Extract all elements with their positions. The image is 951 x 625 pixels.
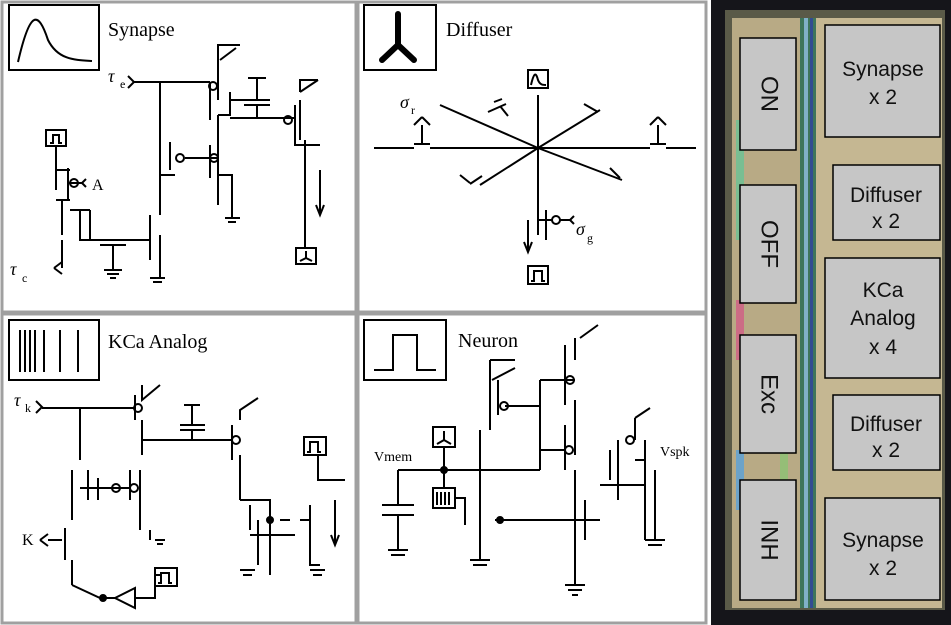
sigma-g-label: σ [576,219,586,239]
tau-k-label: τ [14,390,21,410]
chip-block-diffuser-top [832,164,941,241]
chip-layout: ON OFF Exc INH Synapse x 2 Diffuser x 2 … [711,0,951,625]
sigma-r-label: σ [400,92,410,112]
chip-label-on: ON [756,76,783,112]
synapse-title: Synapse [108,19,175,41]
kca-frame [0,312,358,625]
spike-train-icon [19,330,79,372]
neuron-icon-box [363,319,447,381]
kca-spike-icon [154,567,178,587]
chip-kca-line3: x 4 [869,336,897,359]
pulse-icon [374,334,436,371]
a-label: A [92,177,104,194]
chip-synapse-top-line2: x 2 [869,86,897,109]
kca-panel [8,319,345,610]
vspk-label: Vspk [660,445,690,460]
chip-diffuser-bottom-line2: x 2 [872,439,900,462]
neuron-panel [363,319,665,596]
synapse-spike-icon [45,129,67,147]
synapse-output-arrow [315,170,325,218]
kca-icon-box [8,319,100,381]
vmem-label: Vmem [374,450,412,465]
tau-e-wire [127,75,210,89]
kca-title: KCa Analog [108,331,207,353]
synapse-panel [8,4,325,283]
chip-left-blocks [739,37,797,601]
diffuser-out-spike-icon [527,265,549,285]
chip-kca-line2: Analog [850,307,915,330]
sigma-r-sub: r [411,103,415,117]
chip-synapse-top-line1: Synapse [842,58,924,81]
chip-block-on [739,37,797,151]
neuron-title: Neuron [458,330,518,352]
diffuser-node-icon [379,11,417,63]
chip-block-synapse-top [824,24,941,138]
chip-diffuser-bottom-line1: Diffuser [850,413,922,436]
epsc-curve-icon [17,18,93,63]
chip-label-exc: Exc [756,374,783,414]
chip-block-exc [739,334,797,454]
tau-e-sub: e [120,77,125,91]
tau-k-sub: k [25,401,31,415]
chip-block-inh [739,479,797,601]
chip-kca-line1: KCa [863,279,904,302]
diffuser-output-arrow [523,220,533,255]
chip-right-blocks [824,24,941,601]
chip-block-diffuser-bottom [832,394,941,471]
neuron-frame [356,312,708,625]
synapse-frame [0,0,358,314]
diffuser-title: Diffuser [446,19,513,41]
panel-frames [0,0,708,625]
chip-label-inh: INH [756,519,783,560]
chip-diffuser-top-line2: x 2 [872,210,900,233]
chip-diffuser-top-line1: Diffuser [850,184,922,207]
synapse-out-diffuser-icon [295,247,317,265]
chip-label-off: OFF [756,220,783,268]
synapse-icon-box [8,4,100,71]
diffuser-panel [363,4,696,285]
tau-e-label: τ [108,66,115,86]
chip-synapse-bottom-line2: x 2 [869,557,897,580]
kca-right-spike-icon [303,436,327,456]
chip-block-kca [824,257,941,379]
chip-block-synapse-bottom [824,497,941,601]
diffuser-icon-box [363,4,437,71]
chip-block-off [739,184,797,304]
diffuser-top-synapse-icon [527,69,549,89]
diffuser-frame [356,0,708,314]
chip-synapse-bottom-line1: Synapse [842,529,924,552]
tau-c-sub: c [22,271,27,285]
kca-output-arrow [330,500,340,548]
k-label: K [22,532,34,549]
sigma-g-sub: g [587,231,593,245]
pmos-bubble [208,81,218,91]
tau-c-label: τ [10,259,17,279]
